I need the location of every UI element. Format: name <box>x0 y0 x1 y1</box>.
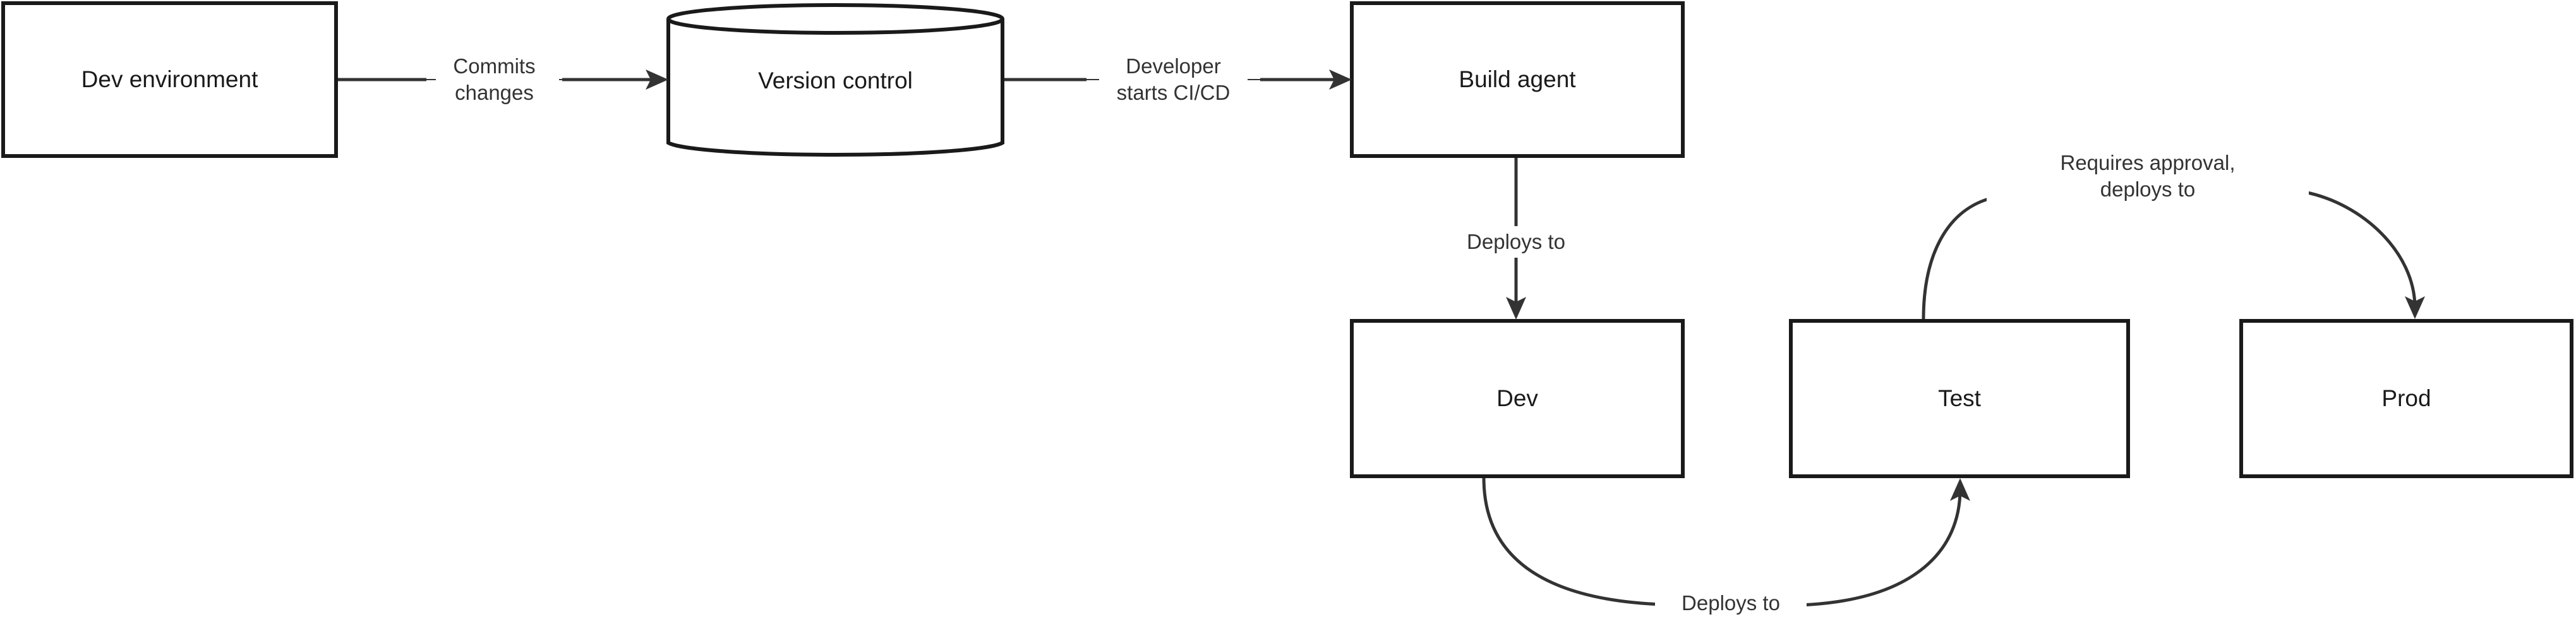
node-dev[interactable] <box>1350 319 1685 478</box>
edge-commits-changes-arrowhead <box>646 69 668 90</box>
edge-developer-starts-arrowhead <box>1329 69 1352 90</box>
node-dev-shape[interactable] <box>1350 319 1685 478</box>
node-build-agent-shape[interactable] <box>1350 1 1685 158</box>
node-build-agent[interactable] <box>1350 1 1685 158</box>
node-dev-environment[interactable] <box>1 1 338 158</box>
edge-test-approval-prod <box>1922 190 2425 320</box>
node-version-control-shape[interactable] <box>666 19 1004 157</box>
node-dev-environment-shape[interactable] <box>1 1 338 158</box>
node-version-control-top-ellipse <box>666 3 1004 35</box>
edge-test-approval-prod-arrowhead <box>2405 296 2425 319</box>
edge-dev-deploys-test-segment-right <box>1798 489 1962 607</box>
edge-dev-deploys-test-arrowhead <box>1950 478 1970 501</box>
node-test-shape[interactable] <box>1789 319 2130 478</box>
node-prod[interactable] <box>2239 319 2573 478</box>
edge-dev-deploys-test <box>1482 478 1970 607</box>
edge-build-deploys-dev <box>1506 158 1526 320</box>
node-test[interactable] <box>1789 319 2130 478</box>
edge-build-deploys-dev-arrowhead <box>1506 297 1526 320</box>
edge-test-approval-prod-segment-right <box>2304 190 2417 308</box>
edge-test-approval-prod-segment-left <box>1922 196 1994 320</box>
node-version-control[interactable] <box>666 5 1004 157</box>
node-prod-shape[interactable] <box>2239 319 2573 478</box>
edge-dev-deploys-test-segment-left <box>1482 478 1664 606</box>
edge-commits-changes <box>338 69 668 90</box>
edge-developer-starts <box>1004 69 1352 90</box>
